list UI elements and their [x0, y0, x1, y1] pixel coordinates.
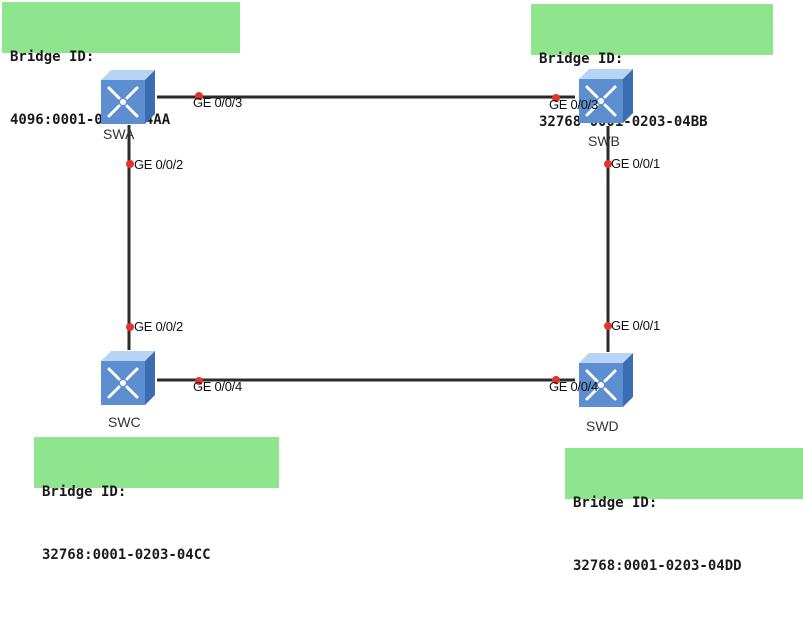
bridge-id-label-swc: Bridge ID: 32768:0001-0203-04CC: [34, 437, 279, 563]
port-dot-icon: [604, 160, 612, 168]
port-dot-icon: [552, 94, 560, 102]
bridge-id-label-swb: Bridge ID: 32768-0001-0203-04BB: [531, 4, 773, 130]
bridge-id-heading: Bridge ID:: [573, 495, 658, 511]
links-layer: [126, 92, 612, 385]
switch-icon[interactable]: [573, 349, 635, 411]
switch-name-swc: SWC: [108, 414, 141, 430]
port-dot-icon: [195, 377, 203, 385]
port-label-swc-ge002: GE 0/0/2: [134, 319, 183, 334]
port-dot-icon: [604, 322, 612, 330]
bridge-id-heading: Bridge ID:: [10, 49, 95, 65]
port-label-swc-ge004: GE 0/0/4: [193, 379, 242, 394]
bridge-id-heading: Bridge ID:: [42, 484, 127, 500]
port-dot-icon: [195, 92, 203, 100]
port-label-swb-ge003: GE 0/0/3: [549, 97, 598, 112]
switch-icon[interactable]: [95, 347, 157, 409]
bridge-id-label-swd: Bridge ID: 32768:0001-0203-04DD: [565, 448, 803, 574]
port-dot-icon: [126, 323, 134, 331]
bridge-id-label-swa: Bridge ID: 4096:0001-0203-04AA: [2, 2, 240, 128]
switch-icon[interactable]: [573, 65, 635, 127]
switch-name-swb: SWB: [588, 133, 620, 149]
port-label-swa-ge003: GE 0/0/3: [193, 95, 242, 110]
port-dot-icon: [552, 376, 560, 384]
switch-name-swd: SWD: [586, 418, 619, 434]
bridge-id-heading: Bridge ID:: [539, 51, 624, 67]
port-label-swd-ge004: GE 0/0/4: [549, 379, 598, 394]
port-label-swd-ge001: GE 0/0/1: [611, 318, 660, 333]
topology-diagram: Bridge ID: 4096:0001-0203-04AA Bridge ID…: [2, 2, 803, 574]
port-label-swa-ge002: GE 0/0/2: [134, 157, 183, 172]
port-label-swb-ge001: GE 0/0/1: [611, 156, 660, 171]
bridge-id-value: 32768:0001-0203-04DD: [573, 558, 742, 574]
port-dot-icon: [126, 160, 134, 168]
switch-name-swa: SWA: [103, 126, 135, 142]
switch-icon[interactable]: [95, 66, 157, 128]
bridge-id-value: 32768:0001-0203-04CC: [42, 547, 211, 563]
